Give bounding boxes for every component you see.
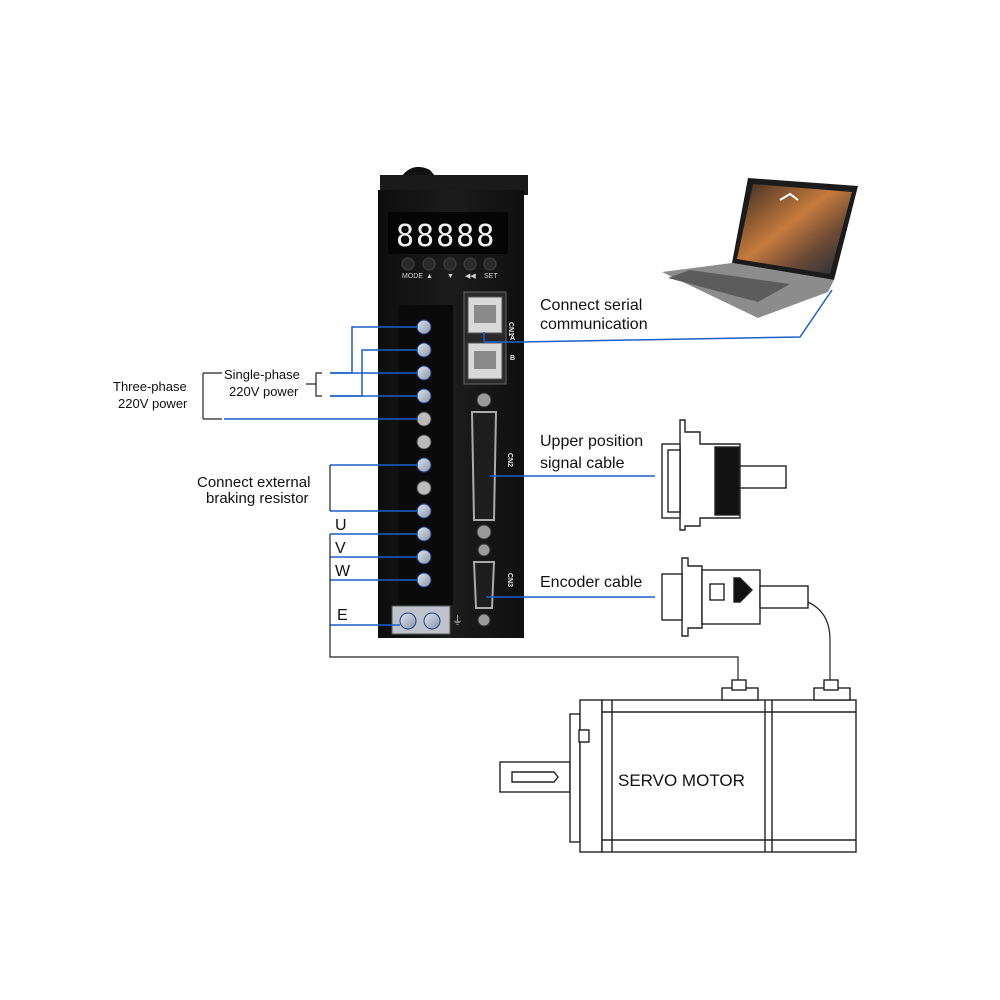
three-phase-label-line2: 220V power xyxy=(118,396,188,411)
serial-label-line2: communication xyxy=(540,316,648,333)
terminal-block: ⏚ xyxy=(391,305,463,635)
ground-screw-icon xyxy=(399,612,417,630)
wiring xyxy=(224,289,833,626)
mode-button[interactable] xyxy=(401,257,415,271)
terminal-screw-icon xyxy=(416,365,432,381)
terminal-screw-icon xyxy=(416,434,432,450)
laptop xyxy=(662,178,858,318)
encoder-connector xyxy=(661,557,809,637)
terminal-screw-icon xyxy=(416,480,432,496)
u-phase-label: U xyxy=(335,517,347,534)
v-phase-label: V xyxy=(335,540,346,557)
servo-motor-label: SERVO MOTOR xyxy=(618,771,745,790)
terminal-screw-icon xyxy=(416,319,432,335)
down-button[interactable] xyxy=(443,257,457,271)
laptop-screen-bird-icon xyxy=(779,192,799,201)
motor-front-flange xyxy=(579,699,603,853)
motor-shaft-key xyxy=(511,771,559,783)
terminal-screw-icon xyxy=(416,411,432,427)
cn3-db9-connector[interactable] xyxy=(472,561,496,609)
terminal-screw-icon xyxy=(416,342,432,358)
cn2-db25-connector[interactable] xyxy=(470,411,498,521)
cn1-label: CN1 xyxy=(507,322,514,336)
motor-housing xyxy=(601,699,857,853)
upper-position-connector xyxy=(661,419,787,531)
laptop-keyboard xyxy=(668,270,790,302)
laptop-screen xyxy=(737,184,852,274)
single-phase-label: Single-phase xyxy=(224,367,300,382)
shift-button-label: ◀◀ xyxy=(465,273,476,280)
db25-plug-face xyxy=(667,449,681,513)
signal-cable-stub xyxy=(739,465,787,489)
terminal-screws xyxy=(416,319,432,588)
three-phase-label: Three-phase xyxy=(113,379,187,394)
up-button[interactable] xyxy=(422,257,436,271)
cn2-screw-icon xyxy=(476,392,492,408)
servo-drive: 88888 MODE ▲ ▼ ◀◀ SET xyxy=(378,166,528,638)
motor-power-cable xyxy=(329,534,739,684)
earth-label: E xyxy=(337,607,348,624)
encoder-cable-label: Encoder cable xyxy=(540,574,642,591)
cn2-screw-icon xyxy=(476,524,492,540)
ground-symbol-icon: ⏚ xyxy=(452,614,463,627)
shift-button[interactable] xyxy=(463,257,477,271)
motor-flange-hole xyxy=(578,729,590,743)
terminal-screw-icon xyxy=(416,503,432,519)
db9-plug-window xyxy=(709,583,725,601)
cn3-screw-icon xyxy=(477,543,491,557)
mode-button-label: MODE xyxy=(402,273,423,280)
single-phase-bracket xyxy=(315,372,322,397)
serial-label: Connect serial xyxy=(540,297,642,314)
cn1-ports: CN1 A B xyxy=(463,291,515,385)
terminal-screw-icon xyxy=(416,549,432,565)
terminal-screw-icon xyxy=(416,457,432,473)
cn2-port: CN2 xyxy=(470,392,513,540)
upper-position-label: Upper position xyxy=(540,433,643,450)
w-phase-label: W xyxy=(335,563,351,580)
cn1-port-b-socket xyxy=(474,351,496,369)
up-button-label: ▲ xyxy=(426,273,433,280)
encoder-cable-stub xyxy=(759,585,809,609)
set-button[interactable] xyxy=(483,257,497,271)
braking-resistor-label: Connect external xyxy=(197,474,310,491)
cn2-label: CN2 xyxy=(506,453,513,467)
led-display xyxy=(388,212,508,254)
cn3-screw-icon xyxy=(477,613,491,627)
labels: Three-phase 220V power Single-phase 220V… xyxy=(113,297,745,790)
cn1-a-label: A xyxy=(510,335,515,342)
upper-position-label-line2: signal cable xyxy=(540,455,625,472)
front-panel-buttons: MODE ▲ ▼ ◀◀ SET xyxy=(401,257,498,280)
servo-motor xyxy=(499,679,857,853)
db9-plug xyxy=(681,557,703,637)
db25-plug-grip xyxy=(714,446,740,516)
terminal-screw-icon xyxy=(416,572,432,588)
db9-plug-latch xyxy=(733,577,753,603)
three-phase-bracket xyxy=(202,372,222,420)
single-phase-label-line2: 220V power xyxy=(229,384,299,399)
cn1-port-a-socket xyxy=(474,305,496,323)
down-button-label: ▼ xyxy=(447,273,454,280)
cn1-b-label: B xyxy=(510,355,515,362)
motor-encoder-plug xyxy=(823,679,839,691)
led-display-digits: 88888 xyxy=(396,219,496,254)
db9-plug-shell xyxy=(661,573,683,621)
serial-cable xyxy=(484,289,833,343)
ground-screw-icon xyxy=(423,612,441,630)
motor-power-plug xyxy=(731,679,747,691)
set-button-label: SET xyxy=(484,273,498,280)
terminal-screw-icon xyxy=(416,388,432,404)
encoder-cable xyxy=(784,596,831,680)
cn3-label: CN3 xyxy=(506,573,513,587)
terminal-screw-icon xyxy=(416,526,432,542)
braking-resistor-label-line2: braking resistor xyxy=(206,490,309,507)
